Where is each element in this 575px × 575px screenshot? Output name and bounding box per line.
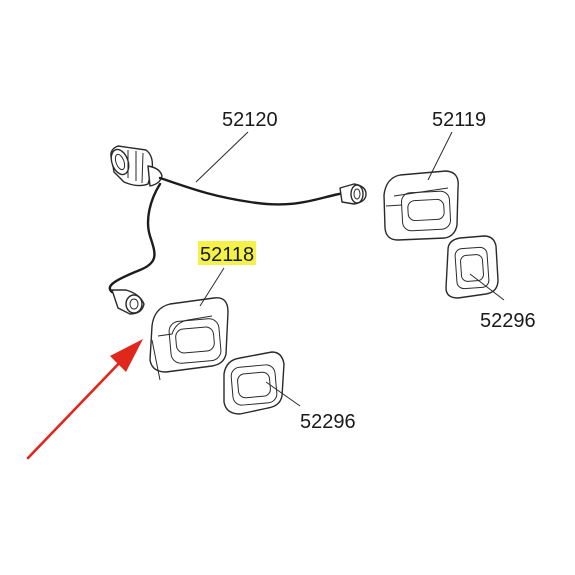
left-lamp-housing (149, 297, 229, 381)
leader-52118 (199, 267, 225, 307)
part-number-52296-right: 52296 (480, 310, 536, 332)
label-highlight (198, 241, 256, 265)
right-gasket (445, 235, 499, 299)
left-end-connector (111, 289, 145, 315)
right-lamp-housing (383, 170, 459, 241)
red-arrow-icon (26, 339, 143, 460)
part-number-52120: 52120 (222, 109, 278, 131)
part-number-52118: 52118 (200, 244, 254, 266)
leader-52120 (195, 131, 249, 183)
part-number-52296-left: 52296 (300, 411, 356, 433)
leader-52296-right (469, 273, 505, 301)
leader-52296-left (265, 381, 301, 407)
cable-to-right-lamp (158, 176, 352, 206)
part-number-52119: 52119 (432, 109, 486, 131)
plug-connector (110, 145, 163, 187)
right-end-connector (339, 183, 367, 205)
leader-52119 (427, 131, 453, 181)
cable-to-left-lamp (108, 182, 162, 294)
wiring-cable-assembly (108, 145, 367, 315)
left-gasket (223, 351, 285, 415)
